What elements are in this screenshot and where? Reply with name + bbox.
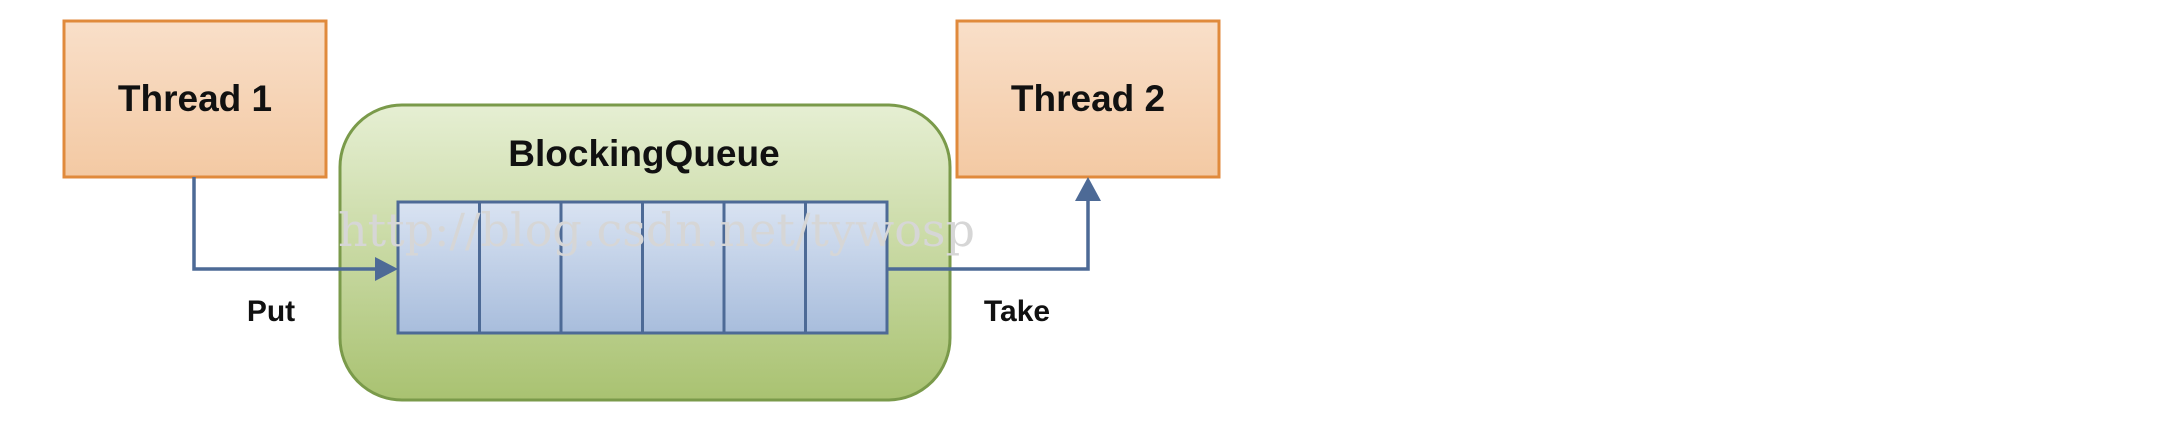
blocking-queue-label: BlockingQueue xyxy=(508,133,779,174)
queue-slot-dividers xyxy=(478,202,807,333)
put-label: Put xyxy=(247,295,295,328)
thread-2-label: Thread 2 xyxy=(1011,78,1165,119)
take-arrow-head xyxy=(1075,177,1101,201)
thread-1-label: Thread 1 xyxy=(118,78,272,119)
put-arrow-head xyxy=(375,257,398,281)
thread-2-box xyxy=(955,19,1221,179)
take-label: Take xyxy=(984,295,1050,328)
thread-1-node: Thread 1 xyxy=(62,19,328,179)
take-arrow-line xyxy=(887,201,1090,271)
put-arrow-line xyxy=(192,177,375,271)
watermark-text: http://blog.csdn.net/tywosp xyxy=(338,203,975,257)
blocking-queue-node: BlockingQueue xyxy=(338,103,952,402)
thread-1-box xyxy=(62,19,328,179)
put-arrow xyxy=(192,177,398,281)
thread-2-node: Thread 2 xyxy=(955,19,1221,179)
take-arrow xyxy=(887,177,1101,271)
